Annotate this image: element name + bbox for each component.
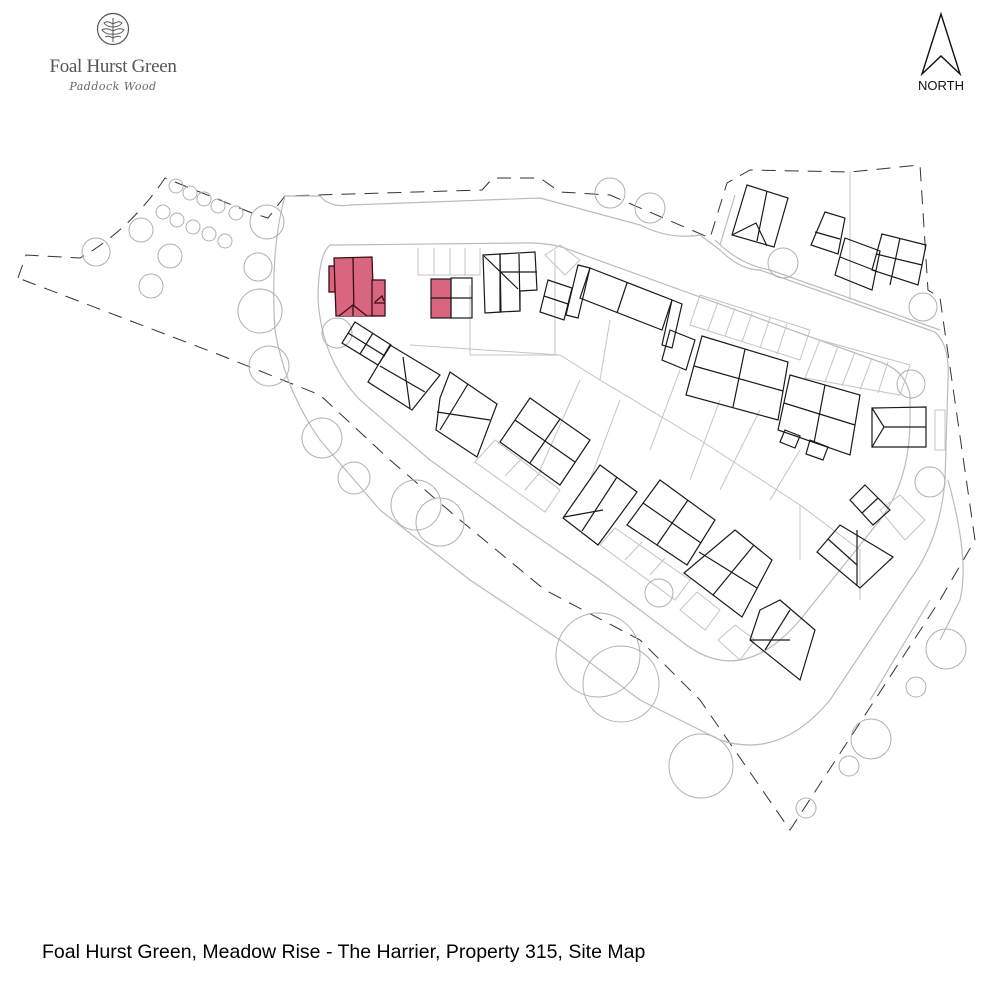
site-boundary	[17, 164, 976, 831]
trees	[81, 177, 967, 819]
brand-subtitle: Paddock Wood	[69, 80, 157, 93]
brand-name: Foal Hurst Green	[49, 56, 177, 77]
compass: NORTH	[910, 12, 972, 93]
road-network	[273, 194, 964, 746]
plot-lines	[409, 172, 946, 661]
north-arrow-icon	[920, 12, 962, 76]
north-label: NORTH	[918, 78, 964, 93]
map-caption: Foal Hurst Green, Meadow Rise - The Harr…	[42, 941, 646, 963]
brand-logo: Foal Hurst Green Paddock Wood	[38, 12, 188, 93]
leaf-emblem-icon	[96, 12, 130, 46]
buildings	[341, 184, 927, 682]
highlighted-plot-adjacent[interactable]	[430, 277, 473, 319]
highlighted-property-315[interactable]	[328, 256, 386, 317]
